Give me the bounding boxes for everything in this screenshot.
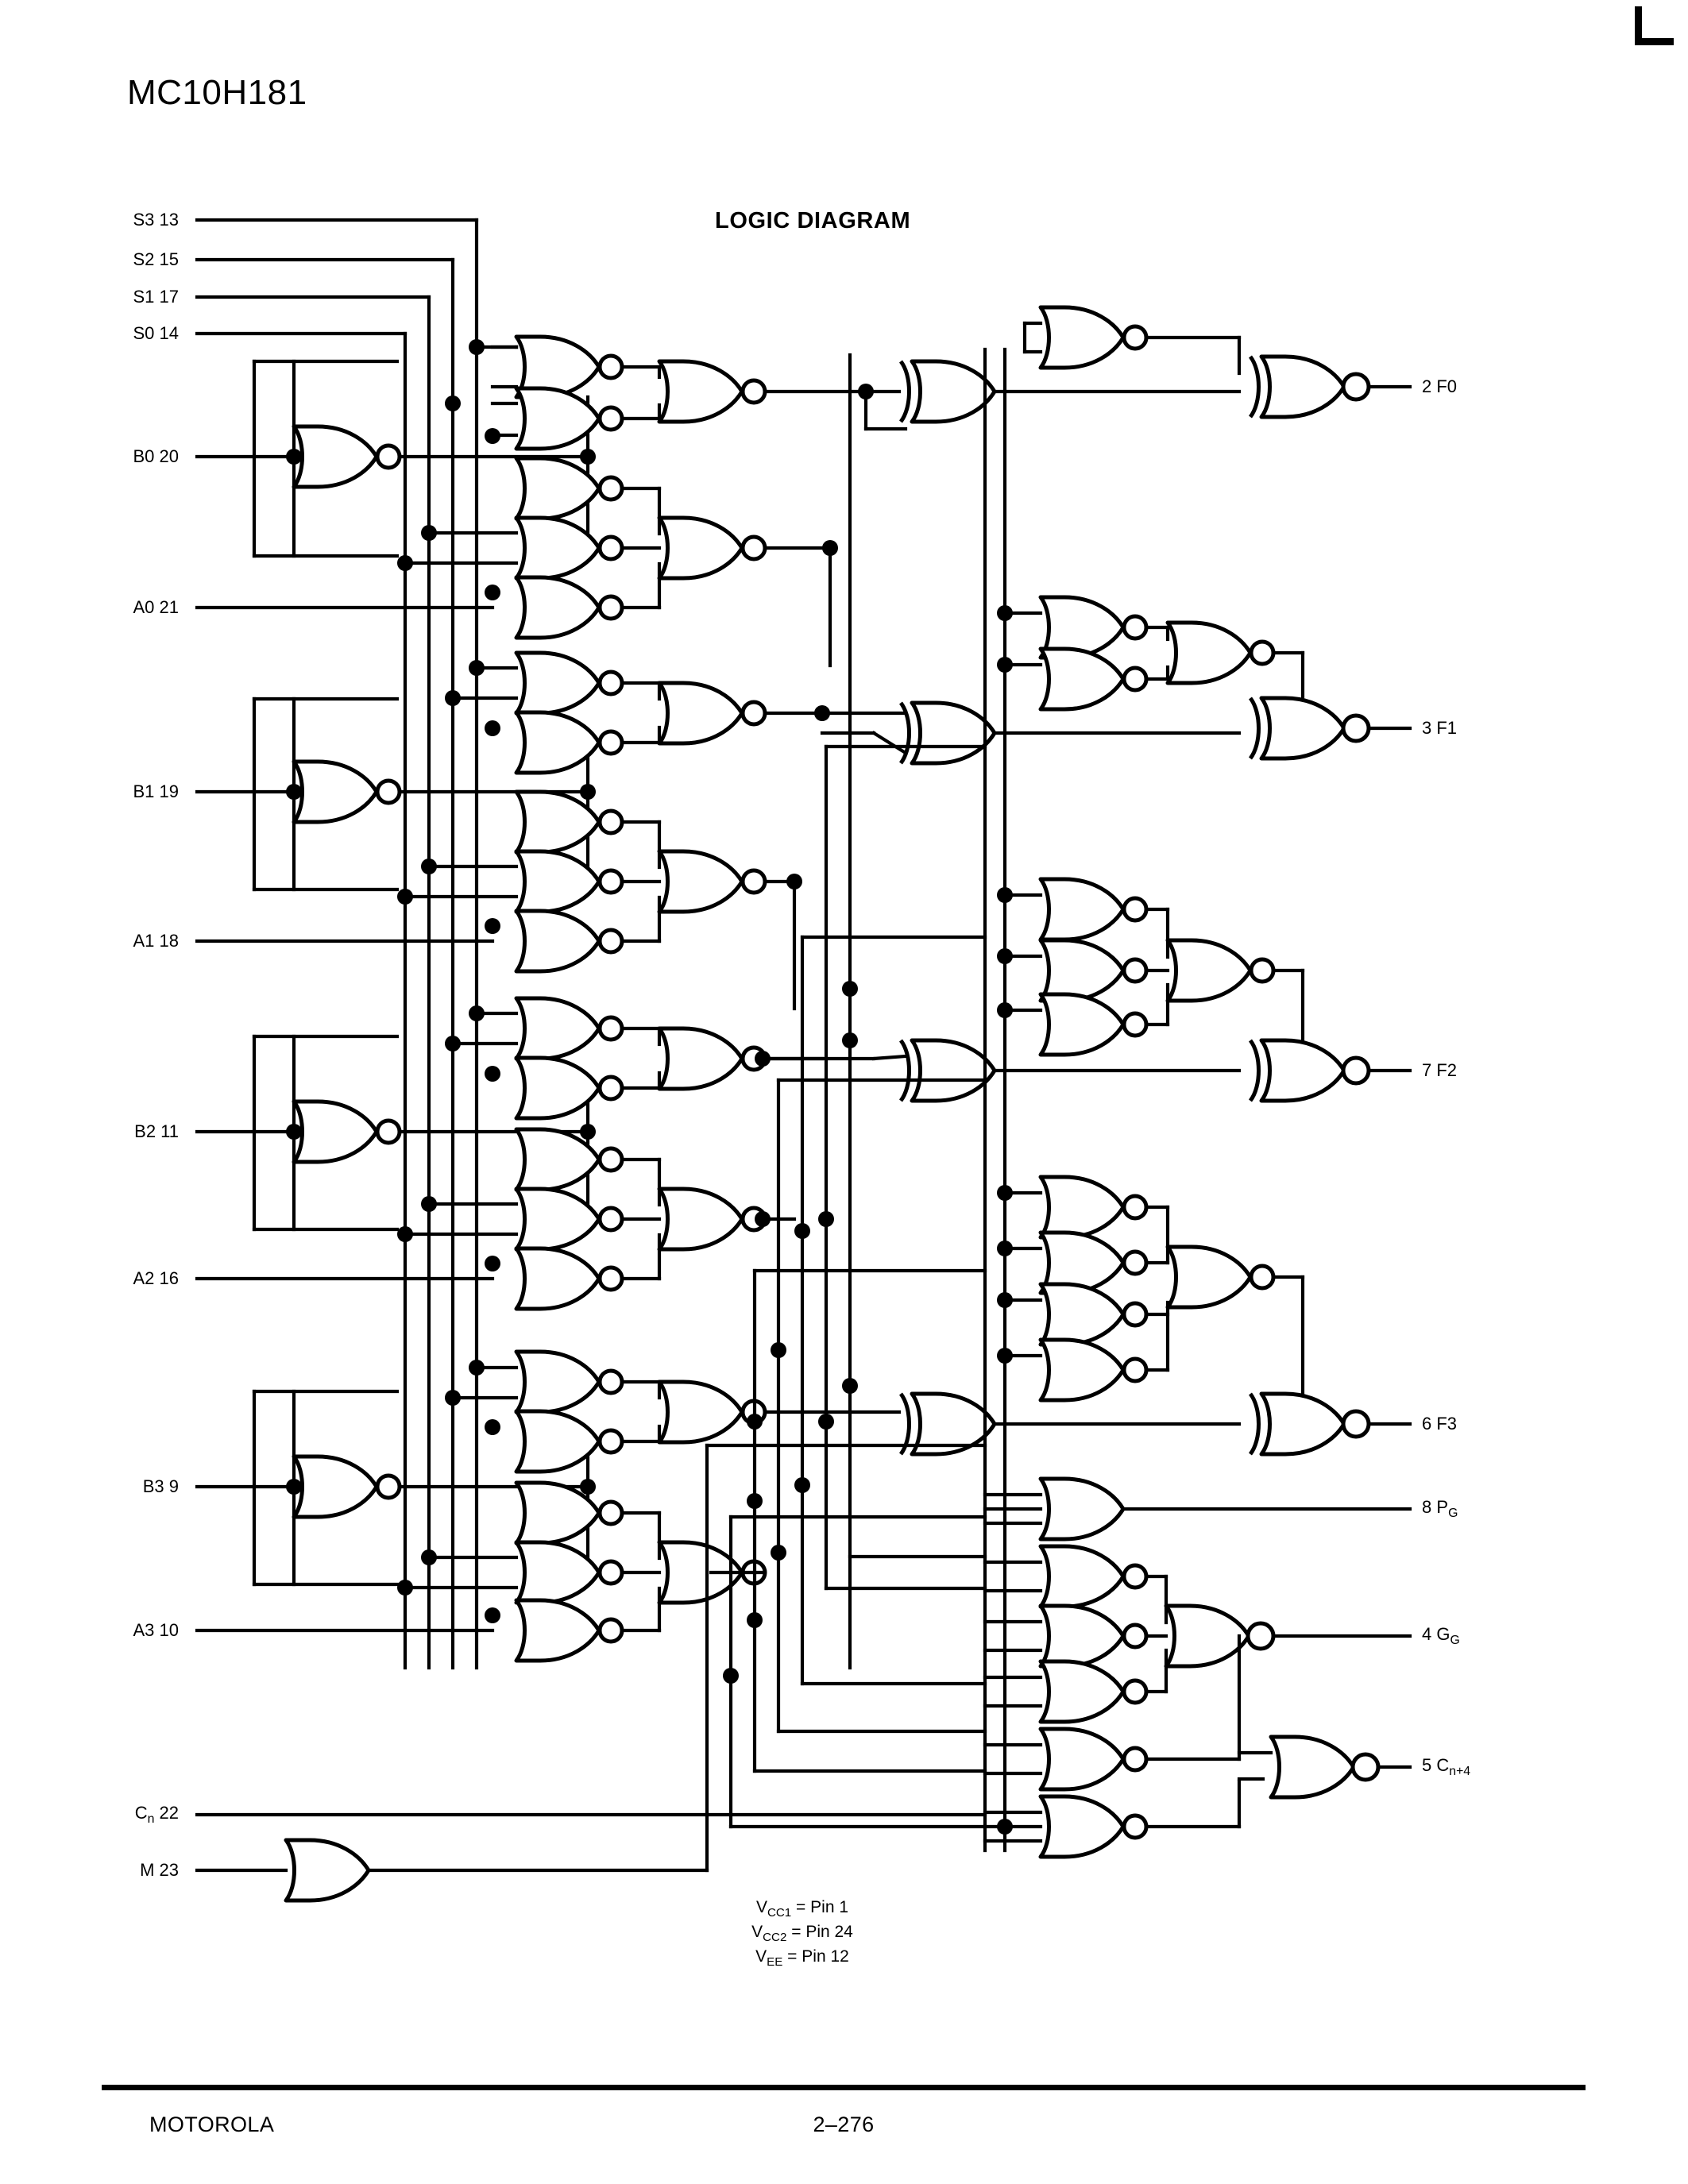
input-label-a2: A2 16 bbox=[133, 1268, 180, 1288]
schematic-wires bbox=[195, 218, 1412, 1900]
vcc1-subscript: CC1 bbox=[767, 1906, 792, 1920]
vee-value: Pin 12 bbox=[802, 1947, 849, 1966]
crop-mark-top-right bbox=[1635, 6, 1674, 45]
cout-pin: 5 bbox=[1422, 1754, 1432, 1775]
input-label-b2: B2 11 bbox=[134, 1121, 179, 1141]
cout-subscript: n+4 bbox=[1449, 1765, 1471, 1779]
output-label-carry-out: 5 Cn+4 bbox=[1422, 1755, 1470, 1779]
pg-pin: 8 bbox=[1422, 1496, 1432, 1517]
input-label-s1: S1 17 bbox=[133, 287, 180, 307]
footer-page-number: 2–276 bbox=[813, 2113, 875, 2136]
gg-base: G bbox=[1436, 1623, 1450, 1644]
vcc2-subscript: CC2 bbox=[763, 1931, 787, 1945]
power-note-vcc2: VCC2 = Pin 24 bbox=[751, 1923, 853, 1945]
power-supply-notes: VCC1 = Pin 1 VCC2 = Pin 24 VEE = Pin 12 bbox=[751, 1897, 853, 1970]
input-label-mode-m: M 23 bbox=[140, 1860, 179, 1880]
input-label-a3: A3 10 bbox=[133, 1620, 180, 1640]
output-label-gg: 4 GG bbox=[1422, 1624, 1460, 1648]
input-label-b1: B1 19 bbox=[133, 781, 180, 801]
vcc2-value: Pin 24 bbox=[805, 1923, 853, 1942]
power-note-vee: VEE = Pin 12 bbox=[755, 1947, 849, 1970]
vcc1-symbol: V bbox=[755, 1898, 767, 1916]
output-label-f0: 2 F0 bbox=[1422, 376, 1458, 396]
vcc1-value: Pin 1 bbox=[810, 1898, 849, 1916]
output-label-f1: 3 F1 bbox=[1422, 718, 1458, 738]
cout-base: C bbox=[1436, 1754, 1450, 1775]
pg-base: P bbox=[1436, 1496, 1449, 1517]
input-label-a1: A1 18 bbox=[133, 931, 180, 951]
output-label-pg: 8 PG bbox=[1422, 1497, 1458, 1521]
page-title: MC10H181 bbox=[127, 73, 307, 112]
vee-subscript: EE bbox=[767, 1955, 783, 1970]
input-label-b0: B0 20 bbox=[133, 446, 180, 466]
input-label-carry-in: Cn 22 bbox=[135, 1803, 179, 1827]
footer-manufacturer: MOTOROLA bbox=[149, 2113, 275, 2136]
input-label-b3: B3 9 bbox=[142, 1476, 179, 1496]
footer-divider bbox=[102, 2085, 1586, 2090]
pg-subscript: G bbox=[1448, 1507, 1458, 1521]
output-label-f3: 6 F3 bbox=[1422, 1414, 1458, 1433]
vee-symbol: V bbox=[755, 1947, 767, 1966]
power-note-vcc1: VCC1 = Pin 1 bbox=[755, 1898, 849, 1920]
input-label-a0: A0 21 bbox=[133, 597, 180, 617]
carry-in-subscript: n bbox=[147, 1812, 155, 1827]
gg-subscript: G bbox=[1450, 1634, 1460, 1648]
carry-in-pin: 22 bbox=[159, 1802, 179, 1823]
gg-pin: 4 bbox=[1422, 1623, 1432, 1644]
carry-in-base: C bbox=[134, 1802, 148, 1823]
vcc2-symbol: V bbox=[751, 1923, 763, 1942]
input-label-s3: S3 13 bbox=[133, 210, 180, 230]
input-label-s2: S2 15 bbox=[133, 249, 180, 269]
output-label-f2: 7 F2 bbox=[1422, 1060, 1458, 1080]
input-label-s0: S0 14 bbox=[133, 323, 180, 343]
diagram-title: LOGIC DIAGRAM bbox=[715, 208, 911, 233]
